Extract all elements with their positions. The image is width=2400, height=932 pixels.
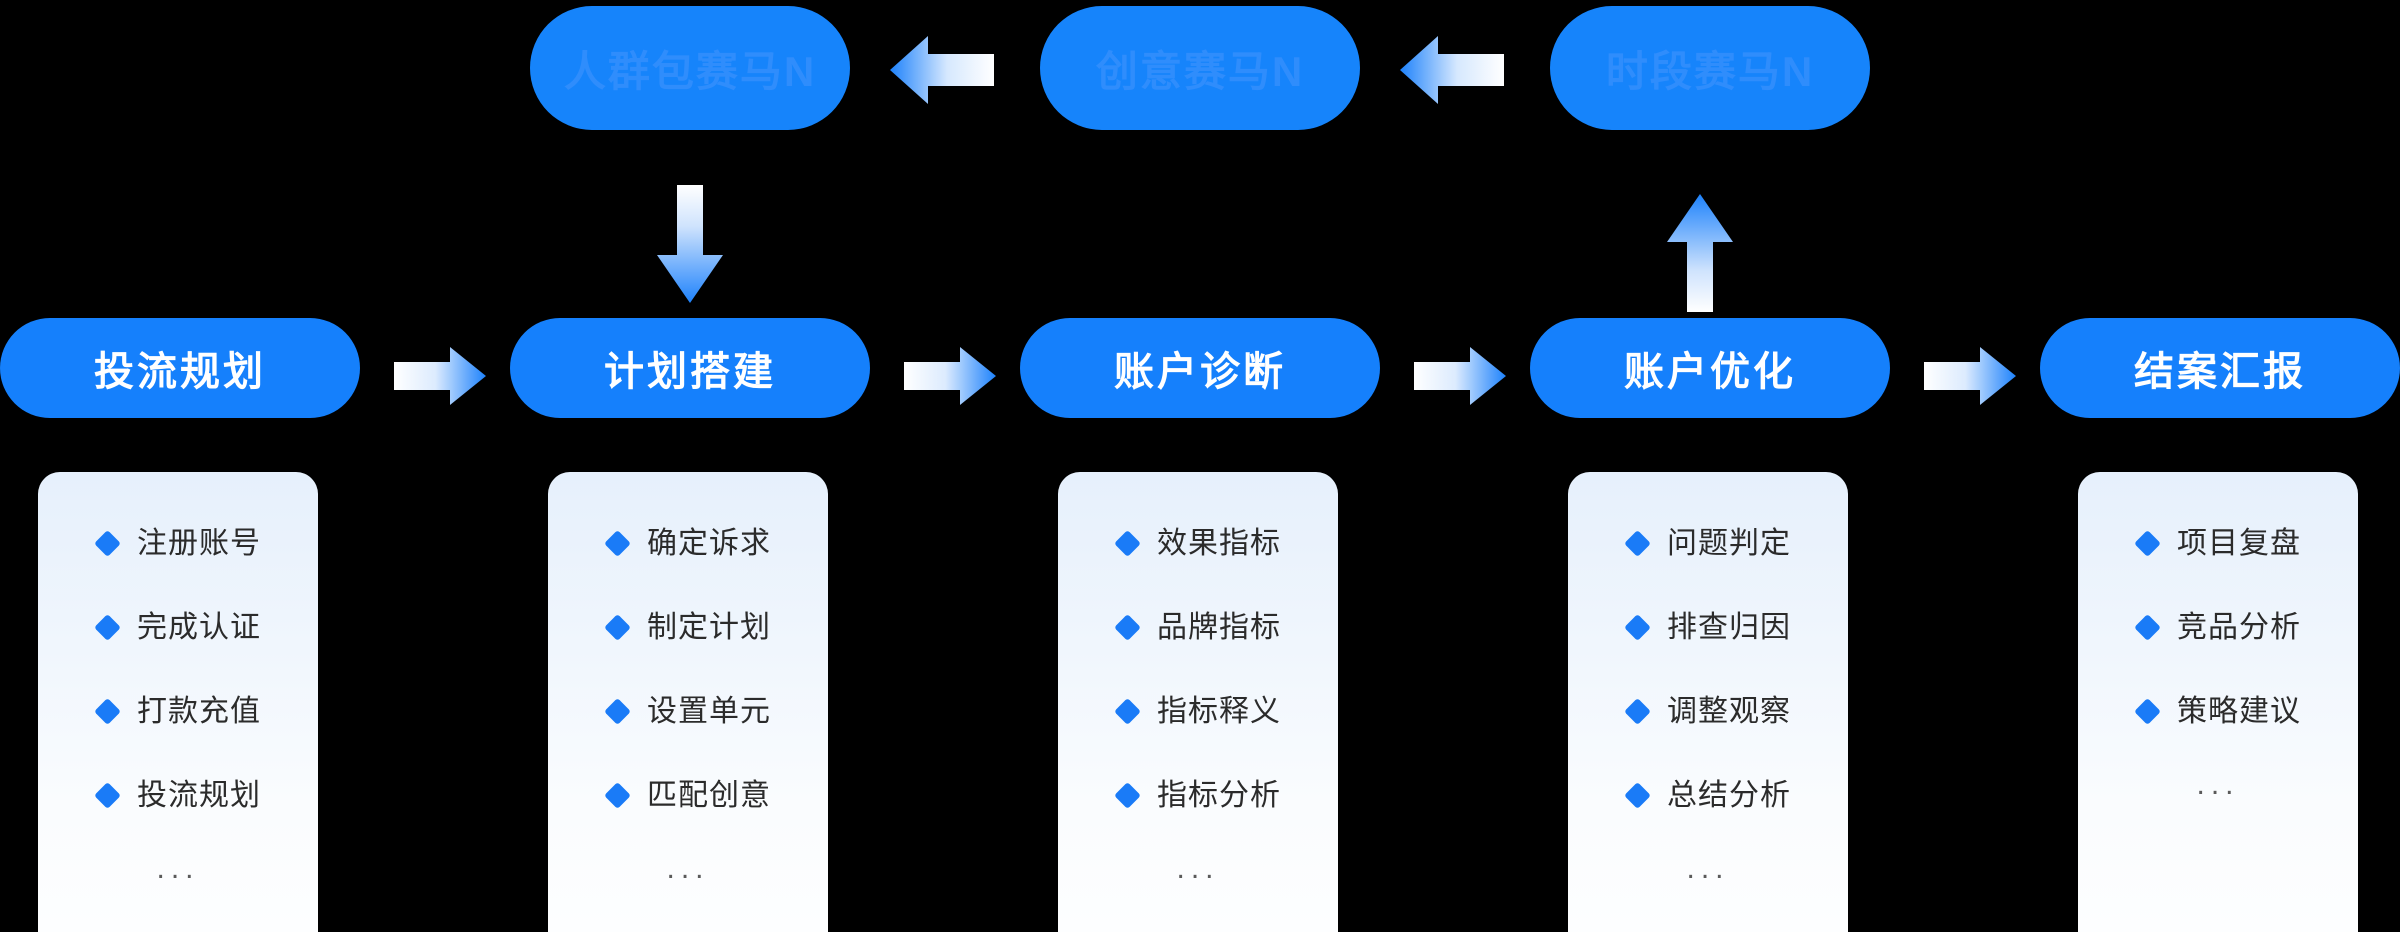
stage-pill-label: 投流规划 — [94, 350, 266, 394]
diamond-bullet-icon — [604, 782, 631, 809]
diamond-bullet-icon — [94, 698, 121, 725]
diamond-bullet-icon — [604, 530, 631, 557]
list-item[interactable]: 调整观察 — [1568, 684, 1848, 739]
stage-pill-plan-build[interactable]: 计划搭建 — [510, 318, 870, 418]
stage-pill-label: 结案汇报 — [2134, 350, 2306, 394]
list-item-label: 匹配创意 — [647, 778, 771, 812]
detail-card-account-diagnosis: 效果指标 品牌指标 指标释义 指标分析 ... — [1058, 472, 1338, 932]
list-item[interactable]: 注册账号 — [38, 516, 318, 571]
diamond-bullet-icon — [2134, 698, 2161, 725]
diamond-bullet-icon — [1624, 614, 1651, 641]
diamond-bullet-icon — [1114, 530, 1141, 557]
list-item-label: 问题判定 — [1667, 526, 1791, 560]
race-pill-crowd-package[interactable]: 人群包赛马N — [530, 6, 850, 130]
list-item-label: 策略建议 — [2177, 694, 2301, 728]
list-item[interactable]: 确定诉求 — [548, 516, 828, 571]
list-item-label: 完成认证 — [137, 610, 261, 644]
list-item[interactable]: 效果指标 — [1058, 516, 1338, 571]
detail-card-account-optimization: 问题判定 排查归因 调整观察 总结分析 ... — [1568, 472, 1848, 932]
list-item-label: 注册账号 — [137, 526, 261, 560]
stage-pill-label: 计划搭建 — [604, 350, 776, 394]
diamond-bullet-icon — [1624, 782, 1651, 809]
detail-card-row: 注册账号 完成认证 打款充值 投流规划 ... 确定诉求 — [0, 472, 2400, 932]
arrow-left-icon — [1400, 32, 1504, 108]
list-item[interactable]: 投流规划 — [38, 768, 318, 823]
list-item-label: 效果指标 — [1157, 526, 1281, 560]
race-pill-timeslot[interactable]: 时段赛马N — [1550, 6, 1870, 130]
arrow-right-icon — [1414, 345, 1506, 407]
list-item[interactable]: 设置单元 — [548, 684, 828, 739]
diamond-bullet-icon — [94, 614, 121, 641]
arrow-right-icon — [904, 345, 996, 407]
list-item[interactable]: 指标分析 — [1058, 768, 1338, 823]
diamond-bullet-icon — [94, 530, 121, 557]
arrow-right-icon — [394, 345, 486, 407]
list-item[interactable]: 制定计划 — [548, 600, 828, 655]
diamond-bullet-icon — [1114, 698, 1141, 725]
list-item-label: 排查归因 — [1667, 610, 1791, 644]
list-item[interactable]: 匹配创意 — [548, 768, 828, 823]
arrow-up-icon — [1665, 192, 1735, 312]
list-item[interactable]: 指标释义 — [1058, 684, 1338, 739]
list-item-label: 指标分析 — [1157, 778, 1281, 812]
list-item-label: 指标释义 — [1157, 694, 1281, 728]
arrow-down-icon — [655, 185, 725, 305]
list-item-label: 竞品分析 — [2177, 610, 2301, 644]
list-item[interactable]: 竞品分析 — [2078, 600, 2358, 655]
list-item-label: 设置单元 — [647, 694, 771, 728]
list-item-label: 品牌指标 — [1157, 610, 1281, 644]
more-items-ellipsis: ... — [1686, 852, 1730, 885]
list-item-label: 制定计划 — [647, 610, 771, 644]
race-pill-label: 人群包赛马N — [563, 47, 817, 95]
diamond-bullet-icon — [1114, 614, 1141, 641]
more-items-ellipsis: ... — [156, 852, 200, 885]
stage-pill-label: 账户优化 — [1624, 350, 1796, 394]
list-item[interactable]: 总结分析 — [1568, 768, 1848, 823]
diamond-bullet-icon — [604, 698, 631, 725]
race-pill-creative[interactable]: 创意赛马N — [1040, 6, 1360, 130]
stage-pill-label: 账户诊断 — [1114, 350, 1286, 394]
list-item-label: 项目复盘 — [2177, 526, 2301, 560]
list-item-label: 总结分析 — [1667, 778, 1791, 812]
detail-card-final-report: 项目复盘 竞品分析 策略建议 ... — [2078, 472, 2358, 932]
arrow-right-icon — [1924, 345, 2016, 407]
diamond-bullet-icon — [94, 782, 121, 809]
race-pill-label: 创意赛马N — [1095, 47, 1305, 95]
list-item-label: 确定诉求 — [647, 526, 771, 560]
stage-pill-traffic-planning[interactable]: 投流规划 — [0, 318, 360, 418]
race-pill-label: 时段赛马N — [1605, 47, 1815, 95]
list-item[interactable]: 策略建议 — [2078, 684, 2358, 739]
more-items-ellipsis: ... — [666, 852, 710, 885]
list-item[interactable]: 排查归因 — [1568, 600, 1848, 655]
arrow-left-icon — [890, 32, 994, 108]
diamond-bullet-icon — [2134, 614, 2161, 641]
diamond-bullet-icon — [1624, 530, 1651, 557]
list-item-label: 投流规划 — [137, 778, 261, 812]
stage-pill-row: 投流规划 计划搭建 — [0, 318, 2400, 418]
stage-pill-account-diagnosis[interactable]: 账户诊断 — [1020, 318, 1380, 418]
diamond-bullet-icon — [2134, 530, 2161, 557]
list-item[interactable]: 品牌指标 — [1058, 600, 1338, 655]
list-item-label: 打款充值 — [137, 694, 261, 728]
more-items-ellipsis: ... — [2196, 768, 2240, 801]
list-item[interactable]: 问题判定 — [1568, 516, 1848, 571]
detail-card-traffic-planning: 注册账号 完成认证 打款充值 投流规划 ... — [38, 472, 318, 932]
diamond-bullet-icon — [604, 614, 631, 641]
diamond-bullet-icon — [1624, 698, 1651, 725]
more-items-ellipsis: ... — [1176, 852, 1220, 885]
list-item[interactable]: 完成认证 — [38, 600, 318, 655]
list-item[interactable]: 打款充值 — [38, 684, 318, 739]
diamond-bullet-icon — [1114, 782, 1141, 809]
detail-card-plan-build: 确定诉求 制定计划 设置单元 匹配创意 ... — [548, 472, 828, 932]
list-item-label: 调整观察 — [1667, 694, 1791, 728]
stage-pill-account-optimization[interactable]: 账户优化 — [1530, 318, 1890, 418]
race-test-row: 人群包赛马N 创意赛马N — [0, 6, 2400, 136]
list-item[interactable]: 项目复盘 — [2078, 516, 2358, 571]
stage-pill-final-report[interactable]: 结案汇报 — [2040, 318, 2400, 418]
